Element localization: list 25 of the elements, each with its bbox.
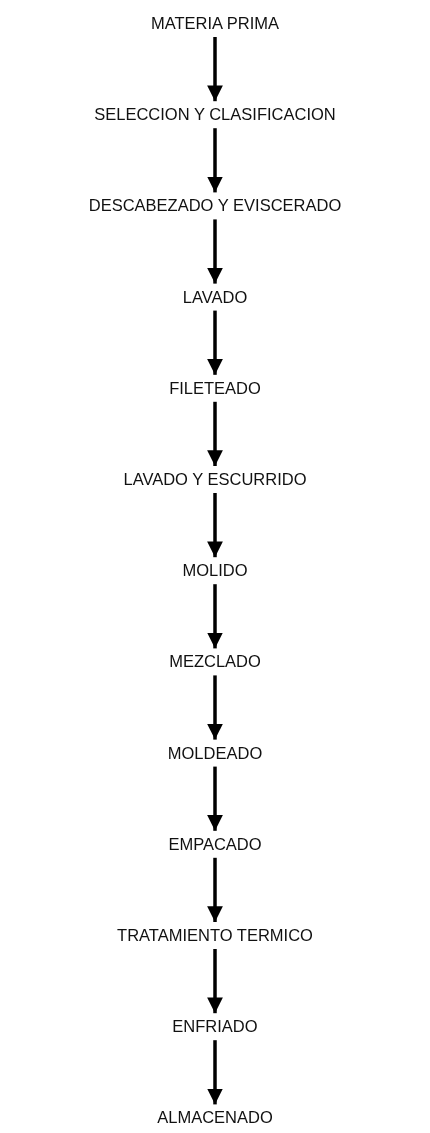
arrow (207, 37, 223, 102)
step-label: ALMACENADO (157, 1108, 273, 1127)
arrow (207, 1040, 223, 1105)
step-label: MOLDEADO (167, 743, 263, 762)
step-label: LAVADO Y ESCURRIDO (123, 470, 307, 488)
step-label: EMPACADO (168, 834, 262, 853)
step-label: FILETEADO (169, 378, 261, 397)
step-label: MEZCLADO (169, 652, 261, 671)
arrow (207, 584, 223, 649)
arrow (207, 949, 223, 1014)
step-label: SELECCION Y CLASIFICACION (94, 105, 336, 124)
arrow (207, 766, 223, 831)
step-label: DESCABEZADO Y EVISCERADO (88, 196, 342, 215)
arrow (207, 857, 223, 922)
arrow (207, 401, 223, 466)
arrow (207, 675, 223, 740)
arrow (207, 310, 223, 375)
step-label: MOLIDO (182, 561, 248, 580)
step-label: TRATAMIENTO TERMICO (117, 926, 313, 944)
step-label: ENFRIADO (172, 1017, 258, 1036)
arrow (207, 219, 223, 284)
step-label: MATERIA PRIMA (150, 14, 279, 32)
step-label: LAVADO (182, 287, 248, 306)
arrow (207, 128, 223, 193)
arrow (207, 493, 223, 558)
